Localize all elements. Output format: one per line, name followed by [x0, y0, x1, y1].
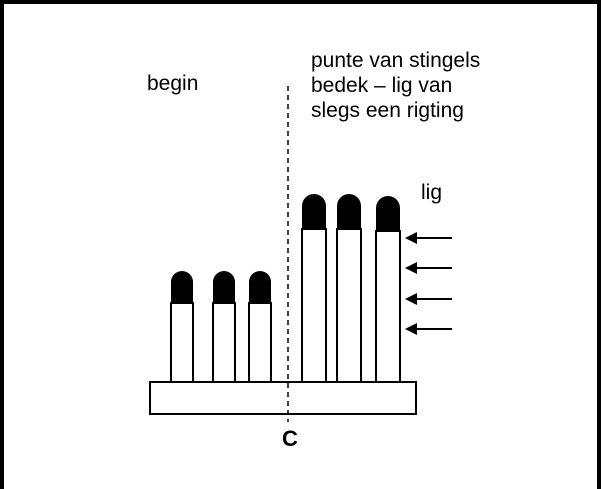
label-c: C: [282, 426, 298, 451]
stem-tip: [249, 271, 271, 303]
tall-stem: [375, 196, 401, 383]
short-stem: [170, 271, 194, 383]
short-stem: [248, 271, 272, 383]
note-line: bedek – lig van: [311, 74, 453, 97]
note-line: slegs een rigting: [311, 99, 464, 122]
label-light: lig: [421, 181, 443, 204]
label-tip-covered-note: punte van stingels bedek – lig van slegs…: [311, 48, 480, 123]
light-arrow: [405, 232, 452, 244]
tall-stem: [301, 194, 327, 383]
short-stem: [212, 271, 236, 383]
light-arrow: [405, 293, 452, 305]
stem-tip: [376, 196, 400, 231]
soil-base: [149, 381, 417, 415]
tall-stem: [336, 194, 362, 383]
note-line: punte van stingels: [311, 49, 481, 72]
stem-tip: [171, 271, 193, 303]
light-arrow: [405, 262, 452, 274]
label-begin: begin: [147, 72, 199, 95]
stem-tip: [302, 194, 326, 229]
light-arrow: [405, 323, 452, 335]
stem-tip: [213, 271, 235, 303]
stem-tip: [337, 194, 361, 229]
